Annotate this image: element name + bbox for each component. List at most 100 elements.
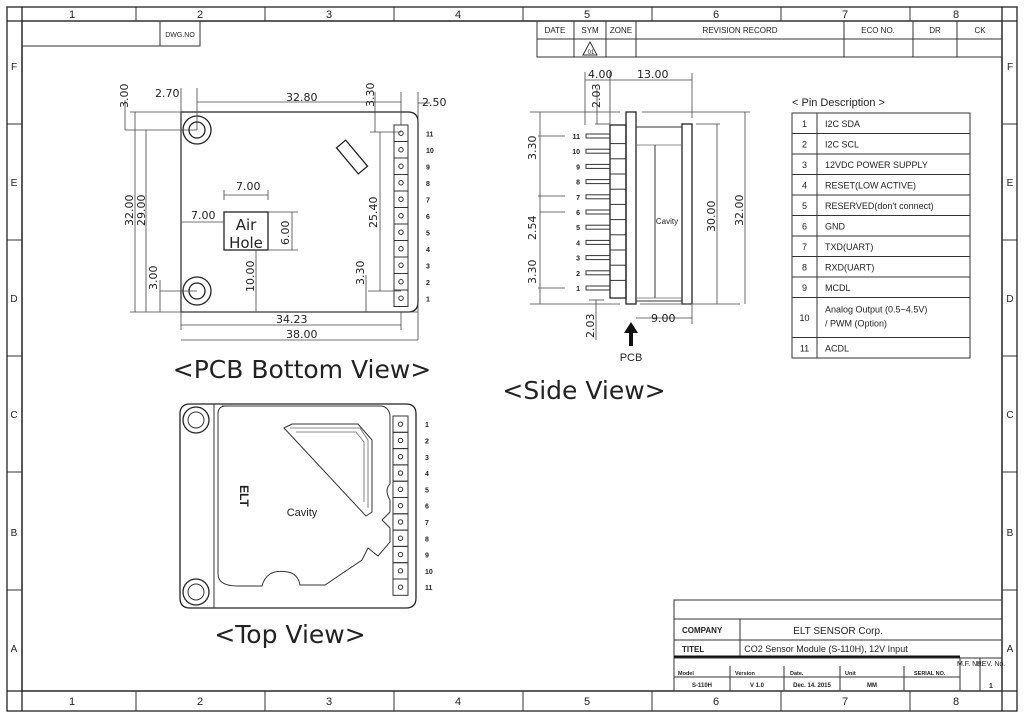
row-label-right: D: [1006, 294, 1013, 305]
tb-header-serial: SERIAL NO.: [914, 671, 946, 677]
col-label-top: 1: [69, 9, 75, 21]
pin-number: 8: [425, 536, 429, 543]
pin-number: 1: [576, 286, 580, 293]
col-label-bottom: 8: [953, 696, 959, 708]
side-view-title: <Side View>: [502, 376, 665, 405]
row-label-right: F: [1007, 62, 1013, 73]
pin-number: 6: [802, 221, 807, 231]
dim-label: 3.00: [118, 84, 131, 109]
pin-cell: [392, 578, 409, 596]
col-label-bottom: 3: [326, 696, 332, 708]
pin-hole: [398, 147, 404, 153]
air-hole-label: Air: [236, 216, 257, 234]
pin-number: 7: [426, 197, 430, 204]
pin-cell: [393, 190, 409, 208]
pin-cell: [392, 431, 409, 450]
pin-row: 11 ACDL: [791, 337, 971, 359]
dim-label: 3.30: [354, 261, 367, 286]
tb-header-model: Model: [678, 671, 694, 677]
side-pin: [585, 194, 611, 200]
rev-header-eco: ECO NO.: [861, 26, 895, 35]
pin-number: 2: [802, 139, 807, 149]
pin-cell: [393, 157, 409, 175]
pin-cell: [393, 256, 409, 274]
revision-table: DATE SYM ZONE REVISION RECORD ECO NO. DR…: [536, 20, 1003, 58]
dim-label: 7.00: [236, 180, 261, 193]
pin-number: 9: [425, 553, 429, 560]
side-pin: [585, 163, 611, 169]
pin-number: 9: [426, 164, 430, 171]
pin-number: 3: [425, 455, 429, 462]
pin-hole: [397, 470, 404, 476]
side-pin: [585, 133, 611, 139]
arrow-up-icon: [624, 322, 638, 346]
col-label-top: 4: [455, 9, 461, 21]
row-label-left: C: [10, 410, 17, 421]
pin-number: 1: [802, 119, 807, 129]
rev-header-zone: ZONE: [610, 26, 632, 35]
dim-label: 2.03: [590, 84, 603, 109]
module-outline: [179, 403, 417, 609]
dim-label: 2.54: [526, 216, 539, 241]
mf-no-label: M.F. No.: [957, 661, 983, 668]
side-pin: [585, 285, 611, 291]
pin-number: 7: [425, 520, 429, 527]
pin-number: 11: [800, 343, 809, 353]
dim-label: 9.00: [651, 312, 676, 325]
pin-number: 10: [799, 313, 809, 323]
pin-number: 4: [426, 247, 430, 254]
row-label-left: D: [10, 294, 17, 305]
dim-label: 32.80: [286, 91, 318, 104]
pin-function: 12VDC POWER SUPPLY: [825, 160, 928, 170]
side-pin: [585, 209, 611, 215]
pin-cell: [392, 529, 409, 547]
pin-hole: [398, 262, 404, 268]
pin-hole: [397, 584, 404, 590]
pin-number: 9: [802, 283, 807, 293]
dim-label: 34.23: [276, 313, 308, 326]
pin-cell: [392, 480, 409, 499]
pin-number: 5: [426, 230, 430, 237]
col-label-top: 7: [842, 9, 848, 21]
cavity-outline: [217, 405, 391, 587]
air-hole-label: Hole: [229, 234, 263, 252]
pin-number: 6: [426, 214, 430, 221]
title-label: TITEL: [682, 645, 704, 654]
pin-number: 4: [576, 240, 580, 247]
pcb-board: [625, 111, 637, 305]
side-pin: [585, 270, 611, 276]
mounting-hole: [182, 578, 210, 606]
pin-function: ACDL: [825, 343, 849, 353]
pin-number: 3: [802, 160, 807, 170]
pin-number: 3: [426, 263, 430, 270]
row-label-right: C: [1006, 410, 1013, 421]
col-label-bottom: 5: [584, 696, 590, 708]
pin-function: TXD(UART): [825, 242, 873, 252]
dim-label: 3.30: [526, 136, 539, 161]
air-hole: [223, 211, 269, 251]
pin-cell: [393, 207, 409, 225]
pin-hole: [398, 279, 404, 285]
pin-function: / PWM (Option): [825, 319, 887, 329]
pin-number: 4: [802, 180, 807, 190]
pin-number: 5: [576, 225, 580, 232]
pin-cell: [393, 174, 409, 192]
pin-hole: [398, 196, 404, 202]
pin-header: [392, 415, 409, 596]
pin-cell: [393, 289, 409, 307]
pin-row: 3 12VDC POWER SUPPLY: [791, 153, 971, 175]
side-pin: [585, 239, 611, 245]
row-label-left: B: [11, 528, 18, 539]
pin-function: RXD(UART): [825, 262, 874, 272]
pcb-component: [335, 139, 369, 175]
dim-label: 3.30: [364, 83, 377, 108]
pin-hole: [398, 229, 404, 235]
tb-date-value: Dec. 14. 2015: [793, 683, 831, 689]
dim-label: 25.40: [367, 197, 380, 229]
dim-label: 13.00: [637, 68, 669, 81]
